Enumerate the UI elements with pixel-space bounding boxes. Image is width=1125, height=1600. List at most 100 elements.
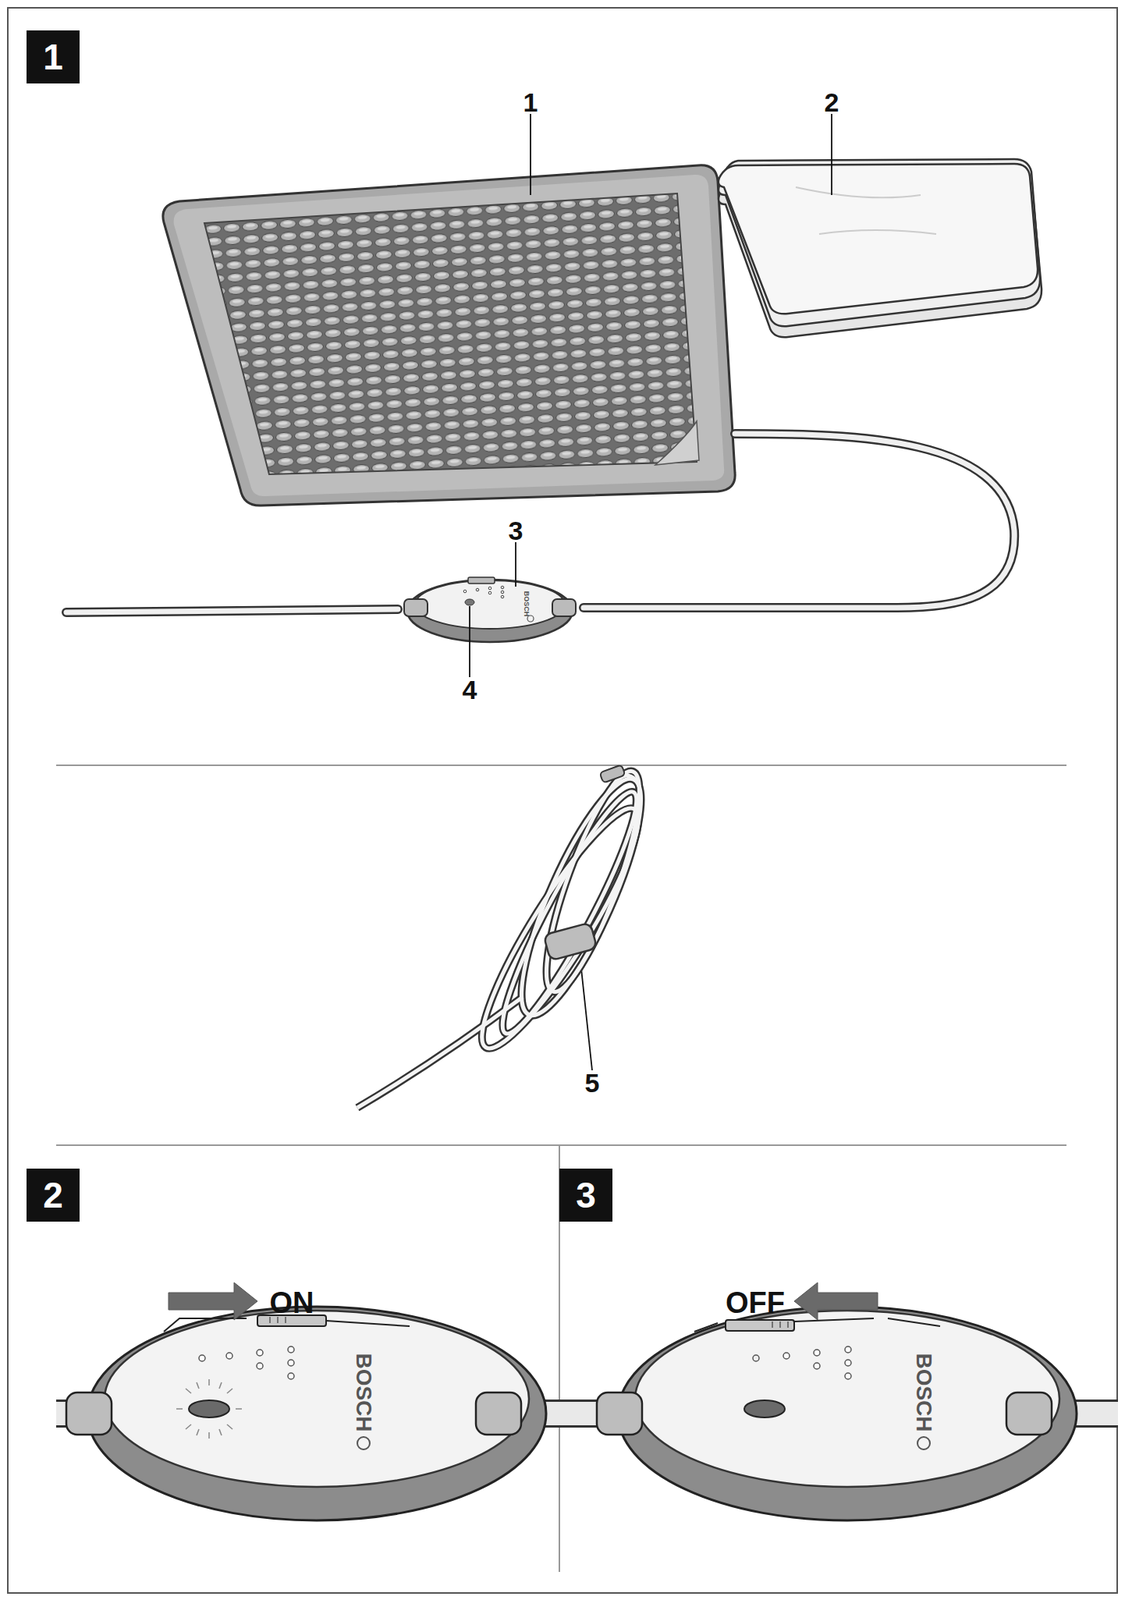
leader-lines-part — [529, 113, 532, 196]
separator-lines-part — [56, 1144, 1067, 1147]
control-unit-off-part-part — [783, 1352, 790, 1360]
figure-number-box: 2 — [26, 1168, 80, 1222]
page-frame — [7, 7, 1118, 1594]
control-unit-off — [577, 1282, 1118, 1521]
control-unit-on-part-part — [226, 1352, 233, 1360]
coiled-cord-part-part — [357, 997, 523, 1108]
control-unit-on-part — [87, 1306, 547, 1521]
control-unit-on-part — [475, 1392, 522, 1435]
leader-lines-part — [468, 606, 471, 678]
control-unit-on-part-part — [287, 1373, 295, 1380]
control-unit-off-part — [772, 1321, 788, 1328]
callout-number: 4 — [462, 676, 478, 703]
power-cord-part — [66, 609, 398, 613]
control-unit-on-part — [176, 1379, 242, 1439]
control-unit-on-part — [188, 1400, 230, 1418]
cloth-part — [718, 163, 1038, 314]
control-unit-part — [407, 579, 573, 643]
control-unit-on-part — [357, 1437, 370, 1450]
callout-number: 5 — [585, 1069, 600, 1097]
callout-number: 2 — [824, 88, 840, 116]
coiled-cord-part — [543, 922, 598, 962]
control-unit-on-part — [198, 1346, 295, 1380]
figure-number-box: 3 — [559, 1168, 613, 1222]
switch-label: ON — [269, 1288, 315, 1318]
control-unit-on-part-part — [196, 1382, 199, 1389]
separator-lines-part — [56, 764, 1067, 767]
leader-lines-part — [580, 961, 593, 1071]
control-unit-on-part-part — [287, 1346, 295, 1353]
control-unit-off-part — [794, 1318, 941, 1327]
control-unit-off-part — [794, 1282, 878, 1321]
control-unit-on-part-part — [256, 1349, 263, 1356]
control-unit-off-part — [617, 1306, 1077, 1521]
control-unit-on-part-part — [227, 1424, 233, 1430]
control-unit-part-part — [488, 586, 492, 590]
coiled-cord-part-part — [357, 997, 523, 1108]
control-unit-on — [56, 1282, 578, 1521]
control-unit-off-part-part — [844, 1373, 852, 1380]
control-unit-part-part — [488, 591, 492, 595]
control-unit-off-part — [752, 1346, 852, 1380]
leader-lines-part — [830, 113, 833, 196]
heating-pad-part — [163, 165, 735, 506]
leader-lines-part — [514, 542, 517, 587]
control-unit-off-part — [596, 1392, 643, 1435]
control-unit-off-part-part — [813, 1349, 820, 1356]
separator-lines — [56, 765, 1067, 1573]
control-unit-part — [415, 580, 565, 629]
control-unit-part — [463, 585, 504, 599]
control-unit-on-part-part — [227, 1388, 233, 1394]
callout-number: 3 — [508, 517, 524, 544]
control-unit-on-part-part — [185, 1388, 192, 1394]
control-unit-off-part — [635, 1310, 1060, 1487]
control-unit-on-part — [326, 1320, 410, 1327]
control-unit-off-part-part — [752, 1355, 760, 1362]
brand-logo: BOSCH — [352, 1352, 375, 1432]
figure-number: 3 — [575, 1174, 597, 1217]
control-unit-part-part — [500, 590, 504, 594]
brand-logo: BOSCH — [912, 1352, 935, 1432]
control-unit-off-part — [917, 1437, 930, 1450]
control-unit-on-part-part — [208, 1379, 210, 1386]
control-unit-on-part-part — [176, 1408, 183, 1410]
figure-number-box: 1 — [26, 30, 80, 84]
control-unit-on-part-part — [235, 1408, 242, 1410]
control-unit-on-part-part — [196, 1429, 199, 1436]
heating-pad — [163, 165, 735, 506]
heating-pad-part — [173, 174, 725, 497]
control-unit-off-part — [694, 1323, 718, 1332]
control-unit-on-part-part — [219, 1429, 222, 1436]
control-unit-part-part — [500, 585, 504, 590]
control-unit-part — [552, 599, 576, 617]
figure-number: 2 — [42, 1174, 64, 1217]
control-unit-on-part-part — [287, 1359, 295, 1367]
power-cord-part — [66, 609, 398, 613]
control-unit-part — [404, 599, 428, 617]
control-unit-on-part-part — [185, 1424, 192, 1430]
callout-number: 1 — [523, 88, 539, 116]
heating-pad-part — [655, 421, 700, 465]
control-unit-on-part — [168, 1282, 258, 1321]
control-unit-part-part — [500, 595, 504, 599]
control-unit-on-part-part — [198, 1355, 206, 1362]
switch-label: OFF — [725, 1288, 785, 1318]
coiled-cord-part — [599, 764, 626, 783]
coiled-cord — [357, 763, 663, 1108]
cloth-part — [795, 187, 937, 235]
control-unit-part-part — [463, 589, 467, 593]
figure-number: 1 — [42, 35, 64, 79]
brand-logo: BOSCH — [522, 591, 530, 618]
control-unit-part — [464, 599, 475, 606]
control-unit-on-part-part — [208, 1432, 210, 1439]
control-unit-off-part-part — [844, 1346, 852, 1353]
control-unit-off-part — [744, 1400, 785, 1418]
coiled-cord-part — [357, 763, 663, 1108]
coiled-cord-part — [357, 763, 663, 1108]
control-unit-on-part — [269, 1316, 286, 1324]
power-cord-part — [583, 433, 1015, 608]
control-unit-off-part — [1006, 1392, 1052, 1435]
control-unit-off-part-part — [844, 1359, 852, 1367]
